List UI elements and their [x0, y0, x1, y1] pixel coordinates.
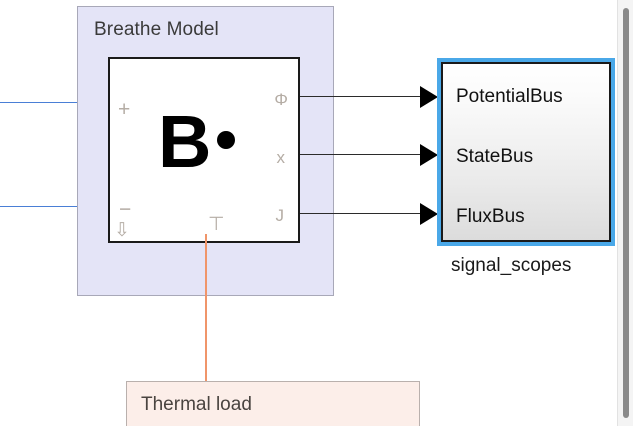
- phi-output-label: Φ: [274, 90, 288, 109]
- x-output-label: x: [276, 148, 286, 167]
- negative-terminal-label: −: [119, 198, 132, 221]
- fluxbus-arrow-icon: [420, 203, 438, 225]
- statebus-arrow-icon: [420, 144, 438, 166]
- model-logo-letter: B: [158, 100, 211, 183]
- positive-terminal-label: +: [118, 98, 131, 121]
- model-logo-dot-icon: [217, 131, 236, 149]
- down-arrow-port-icon: ⇩: [114, 220, 130, 241]
- x-to-statebus-wire[interactable]: [300, 154, 422, 155]
- j-output-label: J: [275, 206, 285, 225]
- model-logo: B: [158, 105, 236, 179]
- breathe-model-block[interactable]: B + − ⇩ ⊤ Φ x J: [108, 57, 300, 243]
- thermal-port-icon: ⊤: [208, 214, 225, 235]
- potentialbus-arrow-icon: [420, 86, 438, 108]
- thermal-load-block[interactable]: Thermal load: [126, 381, 420, 426]
- thermal-connector-wire[interactable]: [205, 234, 207, 426]
- j-to-fluxbus-wire[interactable]: [300, 213, 422, 214]
- thermal-load-title: Thermal load: [141, 394, 252, 415]
- vertical-scrollbar-thumb[interactable]: [623, 8, 629, 418]
- flux-bus-input-label: FluxBus: [456, 206, 525, 227]
- positive-input-wire[interactable]: [0, 102, 110, 103]
- negative-input-wire[interactable]: [0, 206, 110, 207]
- vertical-scrollbar-track[interactable]: [617, 0, 633, 426]
- breathe-model-title: Breathe Model: [94, 19, 219, 40]
- signal-scopes-body: PotentialBus StateBus FluxBus: [441, 62, 611, 242]
- phi-to-potentialbus-wire[interactable]: [300, 96, 422, 97]
- signal-scopes-block[interactable]: PotentialBus StateBus FluxBus: [437, 58, 615, 246]
- potential-bus-input-label: PotentialBus: [456, 86, 563, 107]
- signal-scopes-caption: signal_scopes: [451, 255, 572, 276]
- state-bus-input-label: StateBus: [456, 146, 534, 167]
